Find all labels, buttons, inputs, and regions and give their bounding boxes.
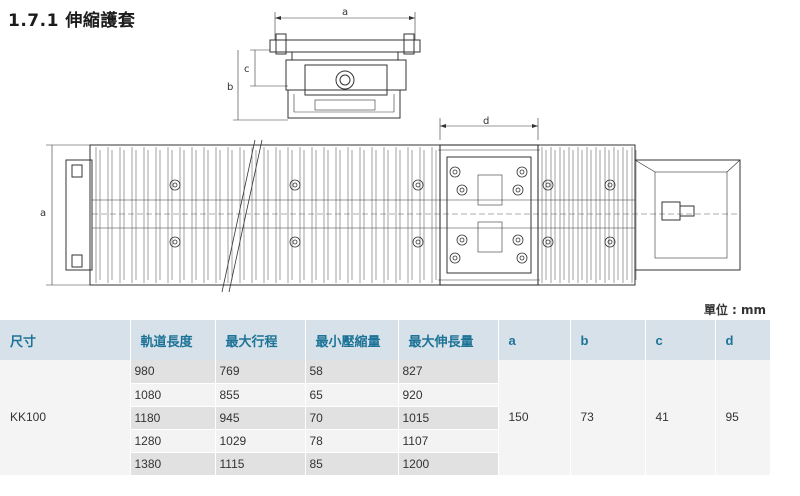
d-cell: 95 (715, 360, 771, 476)
mounting-hole (512, 184, 524, 196)
mounting-hole (604, 179, 616, 191)
mounting-hole (449, 166, 461, 178)
mounting-hole-center (172, 239, 178, 245)
max-stroke-cell: 855 (215, 383, 306, 407)
mounting-hole-center (292, 182, 298, 188)
max-extension-cell: 827 (398, 360, 499, 384)
max-stroke-cell: 1115 (215, 452, 306, 476)
spec-table: 尺寸 軌道長度 最大行程 最小壓縮量 最大伸長量 a b c d KK100 9… (0, 320, 771, 476)
header-size: 尺寸 (0, 320, 131, 360)
mounting-hole (289, 179, 301, 191)
min-compression-cell: 85 (305, 452, 399, 476)
max-extension-cell: 1015 (398, 406, 499, 430)
max-extension-cell: 1200 (398, 452, 499, 476)
mounting-hole-center (515, 237, 521, 243)
mounting-hole-center (607, 239, 613, 245)
header-min-compression: 最小壓縮量 (305, 320, 399, 360)
mounting-hole-center (172, 182, 178, 188)
c-cell: 41 (645, 360, 716, 476)
min-compression-cell: 70 (305, 406, 399, 430)
table-row: 1180 945 70 1015 (0, 406, 770, 430)
mounting-hole-center (459, 237, 465, 243)
header-b: b (570, 320, 646, 360)
model-cell: KK100 (0, 360, 131, 476)
end-view (233, 12, 421, 121)
mounting-hole-center (545, 239, 551, 245)
rail-length-cell: 980 (130, 360, 216, 384)
max-extension-cell: 1107 (398, 429, 499, 453)
header-a: a (498, 320, 571, 360)
bellows-pleats (95, 147, 637, 283)
rail-length-cell: 1380 (130, 452, 216, 476)
header-c: c (645, 320, 716, 360)
mounting-hole (512, 234, 524, 246)
max-stroke-cell: 945 (215, 406, 306, 430)
header-max-stroke: 最大行程 (215, 320, 306, 360)
dim-c-label: c (244, 64, 250, 75)
table-header-row: 尺寸 軌道長度 最大行程 最小壓縮量 最大伸長量 a b c d (0, 320, 771, 360)
header-d: d (715, 320, 771, 360)
mounting-hole (456, 234, 468, 246)
table-row: KK100 980 769 58 827 150 73 41 95 (0, 360, 771, 476)
mounting-hole-center (452, 169, 458, 175)
mounting-hole (516, 252, 528, 264)
min-compression-cell: 58 (305, 360, 399, 384)
min-compression-cell: 65 (305, 383, 399, 407)
mounting-hole-center (519, 255, 525, 261)
mounting-hole (456, 184, 468, 196)
mounting-hole-center (452, 255, 458, 261)
dim-d-label: d (483, 116, 489, 127)
mounting-hole-center (415, 239, 421, 245)
mounting-hole (449, 252, 461, 264)
table-row: 1380 1115 85 1200 (0, 452, 770, 476)
mounting-hole (412, 179, 424, 191)
table-row: 1280 1029 78 1107 (0, 429, 770, 453)
dim-b-label: b (227, 82, 233, 93)
mounting-hole (542, 236, 554, 248)
min-compression-cell: 78 (305, 429, 399, 453)
header-max-extension: 最大伸長量 (398, 320, 499, 360)
mounting-hole-center (607, 182, 613, 188)
side-view (46, 118, 741, 293)
mounting-hole-center (519, 169, 525, 175)
a-cell: 150 (498, 360, 571, 476)
mounting-hole-center (515, 187, 521, 193)
page-title: 1.7.1 伸縮護套 (8, 11, 136, 31)
max-stroke-cell: 1029 (215, 429, 306, 453)
mounting-holes (169, 166, 616, 264)
unit-label: 單位 : mm (703, 303, 766, 317)
rail-length-cell: 1280 (130, 429, 216, 453)
bellows-drawing: a c b d a (40, 7, 741, 293)
mounting-hole (604, 236, 616, 248)
header-rail-length: 軌道長度 (130, 320, 216, 360)
mounting-hole (169, 236, 181, 248)
dim-a-label-top: a (342, 7, 348, 18)
dim-a-label-side: a (40, 208, 46, 219)
mounting-hole (169, 179, 181, 191)
mounting-hole-center (545, 182, 551, 188)
table-row: 1080 855 65 920 (0, 383, 770, 407)
b-cell: 73 (570, 360, 646, 476)
max-stroke-cell: 769 (215, 360, 306, 384)
mounting-hole-center (415, 182, 421, 188)
rail-length-cell: 1080 (130, 383, 216, 407)
mounting-hole-center (459, 187, 465, 193)
mounting-hole (516, 166, 528, 178)
mounting-hole (542, 179, 554, 191)
max-extension-cell: 920 (398, 383, 499, 407)
mounting-hole-center (292, 239, 298, 245)
mounting-hole (289, 236, 301, 248)
rail-length-cell: 1180 (130, 406, 216, 430)
mounting-hole (412, 236, 424, 248)
